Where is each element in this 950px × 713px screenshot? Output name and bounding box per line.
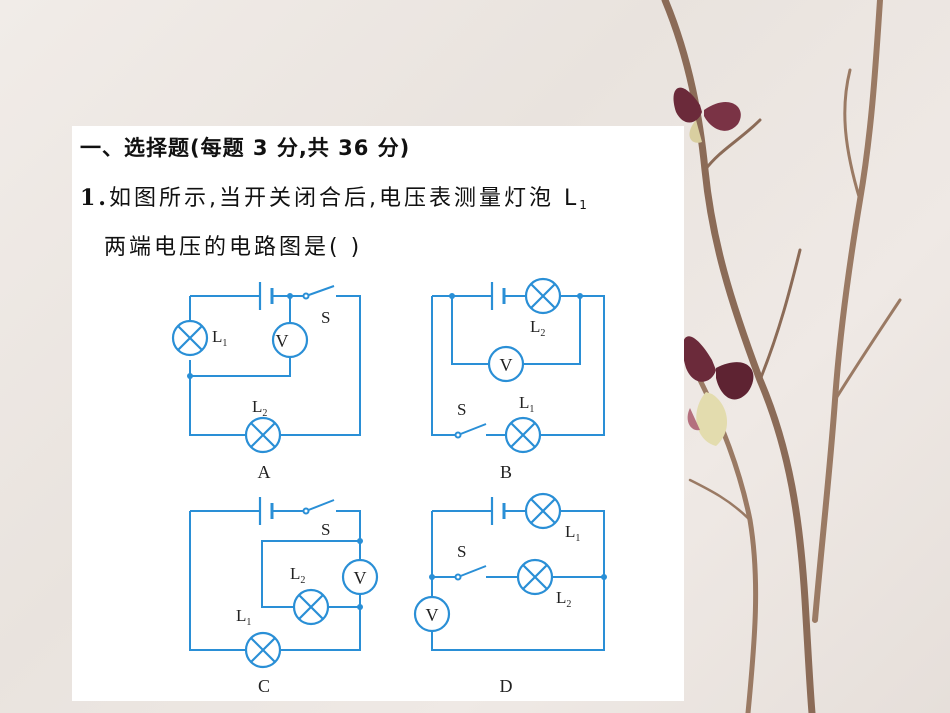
question-text-line1: 1.如图所示,当开关闭合后,电压表测量灯泡 L1 [80,180,590,212]
lamp-icon [171,319,209,357]
section-title: 一、选择题(每题 3 分,共 36 分) [80,136,411,160]
voltmeter-label: V [276,331,289,351]
lamp-label: L2 [252,397,267,419]
lamp-label: L2 [556,588,571,610]
switch-label: S [321,520,330,539]
lamp-icon [524,492,562,530]
lamp-icon [516,558,554,596]
lamp-icon [524,277,562,315]
question-number: 1. [80,185,109,211]
lamp-label: L2 [290,564,305,586]
lamp-label: L1 [519,393,534,415]
lamp-label: L1 [236,606,251,628]
lamp-icon [292,588,330,626]
option-a-label[interactable]: A [258,462,271,482]
option-c-label[interactable]: C [258,676,270,696]
lamp-label: L2 [530,317,545,339]
lamp-icon [244,631,282,669]
circuit-a[interactable] [187,282,361,436]
option-d-label[interactable]: D [500,676,513,696]
voltmeter-label: V [354,568,367,588]
question-card [72,126,684,701]
circuit-d[interactable] [429,497,607,651]
circuit-b[interactable] [431,282,605,439]
lamp-label: L1 [212,327,227,349]
question-subscript: 1 [579,198,590,212]
question-text: 如图所示,当开关闭合后,电压表测量灯泡 L [108,186,580,211]
lamp-icon [244,416,282,454]
voltmeter-label: V [426,605,439,625]
question-text-line2: 两端电压的电路图是( ) [104,235,363,260]
switch-label: S [457,400,466,419]
circuit-c[interactable] [189,497,363,651]
switch-label: S [457,542,466,561]
switch-label: S [321,308,330,327]
butterfly-icon [673,87,741,143]
lamp-label: L1 [565,522,580,544]
voltmeter-label: V [500,355,513,375]
option-b-label[interactable]: B [500,462,512,482]
butterfly-icon [682,336,754,446]
lamp-icon [504,416,542,454]
